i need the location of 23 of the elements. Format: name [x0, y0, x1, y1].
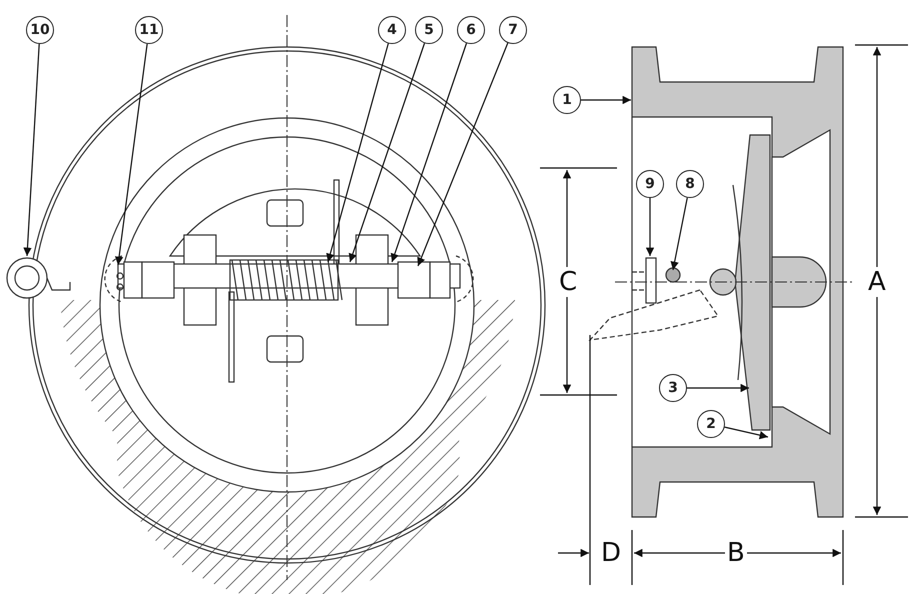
callout-number: 5 [415, 16, 443, 44]
leader-line [348, 43, 426, 262]
callout-number: 6 [457, 16, 485, 44]
callout-number: 8 [676, 170, 704, 198]
callout-number: 7 [499, 16, 527, 44]
callout-number: 10 [26, 16, 54, 44]
callout-number: 3 [659, 374, 687, 402]
leader-line [114, 44, 148, 266]
callout-number: 1 [553, 86, 581, 114]
callout-number: 4 [378, 16, 406, 44]
leader-line [646, 198, 654, 256]
leader-line [670, 198, 688, 270]
callout-number: 9 [636, 170, 664, 198]
dimension-label: A [866, 267, 888, 297]
callout-number: 11 [135, 16, 163, 44]
leader-line [417, 42, 508, 266]
leader-line [23, 44, 40, 256]
leader-line [326, 43, 389, 262]
leader-line [724, 426, 768, 440]
callout-number: 2 [697, 410, 725, 438]
leader-line [687, 384, 749, 392]
leader-line [581, 96, 631, 104]
leader-line [390, 43, 468, 262]
